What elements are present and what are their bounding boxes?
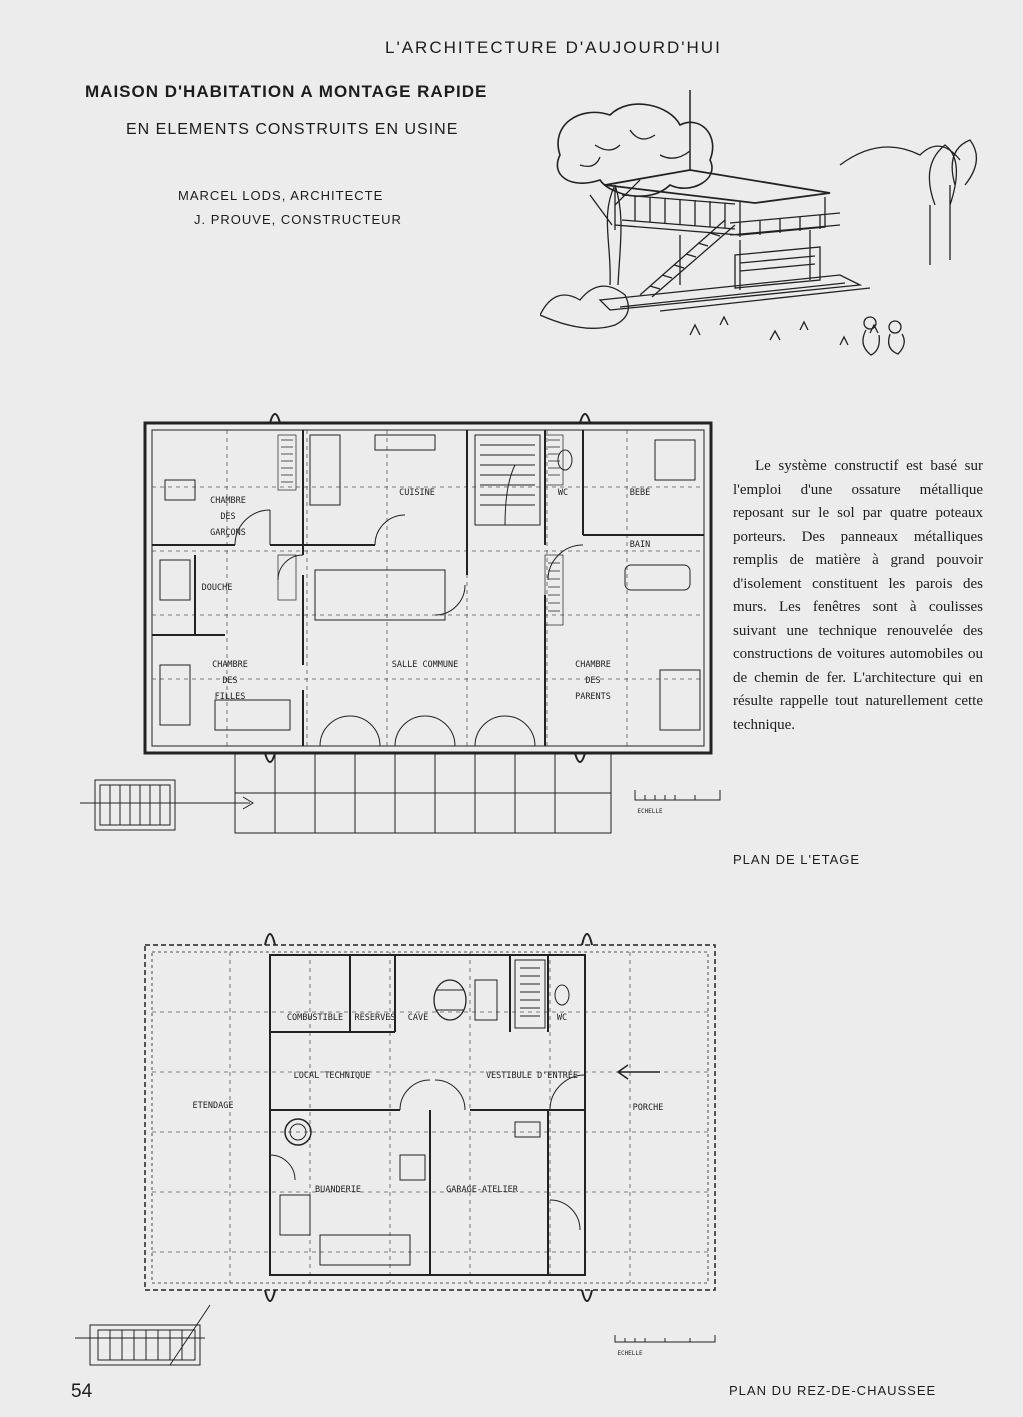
room-chambre-garcons-2: DES — [220, 512, 235, 522]
room-cave: CAVE — [408, 1013, 428, 1023]
room-bain: BAIN — [630, 540, 650, 550]
room-cuisine: CUISINE — [399, 488, 435, 498]
room-bebe: BEBÉ — [630, 486, 650, 498]
room-reserves: RESERVES — [355, 1013, 396, 1023]
upper-floor-plan: CHAMBRE DES GARÇONS CUISINE WC BEBÉ BAIN… — [80, 413, 721, 834]
constructor-credit: J. PROUVE, CONSTRUCTEUR — [194, 212, 402, 227]
upper-scale-label: ECHELLE — [637, 808, 663, 815]
room-vestibule: VESTIBULE D'ENTRÉE — [486, 1069, 578, 1081]
article-subtitle: EN ELEMENTS CONSTRUITS EN USINE — [126, 121, 459, 138]
room-combustible: COMBUSTIBLE — [287, 1013, 343, 1023]
house-perspective-sketch — [540, 90, 977, 356]
room-etendage: ETENDAGE — [193, 1101, 234, 1111]
ground-floor-plan: COMBUSTIBLE RESERVES CAVE WC LOCAL TECHN… — [75, 933, 716, 1366]
room-chambre-parents-1: CHAMBRE — [575, 660, 611, 670]
room-chambre-filles-1: CHAMBRE — [212, 660, 248, 670]
room-chambre-parents-3: PARENTS — [575, 692, 611, 702]
caption-plan-etage: PLAN DE L'ETAGE — [733, 852, 861, 867]
room-chambre-filles-2: DES — [222, 676, 237, 686]
body-text: Le système constructif est basé sur l'em… — [733, 458, 983, 733]
article-title: MAISON D'HABITATION A MONTAGE RAPIDE — [85, 82, 488, 101]
journal-title: L'ARCHITECTURE D'AUJOURD'HUI — [385, 38, 722, 57]
room-douche: DOUCHE — [202, 583, 233, 593]
room-wc-lower: WC — [557, 1013, 567, 1023]
room-wc-upper: WC — [558, 488, 568, 498]
room-buanderie: BUANDERIE — [315, 1185, 361, 1195]
room-porche: PORCHE — [633, 1103, 664, 1113]
room-local-technique: LOCAL TECHNIQUE — [294, 1071, 371, 1081]
page-number: 54 — [71, 1381, 93, 1402]
caption-plan-rdc: PLAN DU REZ-DE-CHAUSSEE — [729, 1383, 937, 1398]
room-chambre-garcons-3: GARÇONS — [210, 528, 246, 538]
room-chambre-garcons-1: CHAMBRE — [210, 496, 246, 506]
room-chambre-filles-3: FILLES — [215, 692, 246, 702]
room-salle-commune: SALLE COMMUNE — [392, 660, 459, 670]
room-chambre-parents-2: DES — [585, 676, 600, 686]
room-garage-atelier: GARAGE-ATELIER — [446, 1185, 519, 1195]
lower-scale-label: ECHELLE — [617, 1350, 643, 1357]
architect-credit: MARCEL LODS, ARCHITECTE — [178, 188, 384, 203]
